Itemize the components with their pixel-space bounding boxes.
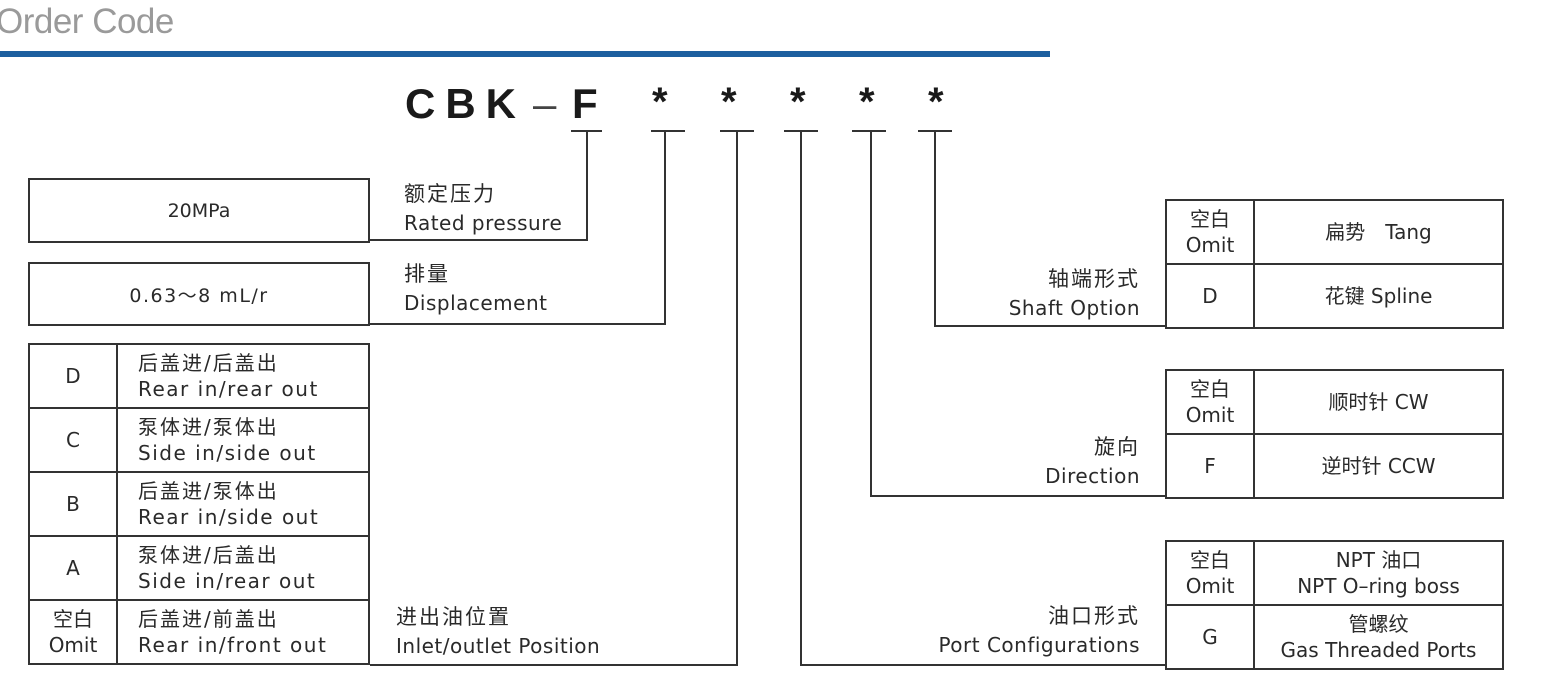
- inlet-outlet-code: A: [28, 535, 118, 601]
- direction-code: F: [1165, 433, 1255, 499]
- shaft-label: 轴端形式 Shaft Option: [980, 265, 1140, 323]
- shaft-label-en: Shaft Option: [1008, 296, 1140, 320]
- port-code: G: [1165, 604, 1255, 670]
- port-label-en: Port Configurations: [938, 633, 1140, 657]
- inlet-outlet-code: B: [28, 471, 118, 537]
- code-placeholder-3: *: [790, 80, 806, 124]
- inlet-outlet-label-cn: 进出油位置: [396, 605, 511, 629]
- displacement-label-en: Displacement: [404, 291, 548, 315]
- direction-desc: 顺时针 CW: [1253, 369, 1504, 435]
- rated-pressure-box: 20MPa: [28, 178, 370, 243]
- code-placeholder-1: *: [652, 80, 668, 124]
- rated-pressure-label-cn: 额定压力: [404, 182, 496, 206]
- leader-rated-pressure: [370, 131, 588, 241]
- leader-displacement: [370, 131, 666, 325]
- shaft-code: D: [1165, 263, 1255, 329]
- direction-desc: 逆时针 CCW: [1253, 433, 1504, 499]
- displacement-label: 排量 Displacement: [404, 260, 548, 318]
- direction-label-en: Direction: [1045, 464, 1140, 488]
- inlet-outlet-code: D: [28, 343, 118, 409]
- direction-label-cn: 旋向: [1094, 435, 1140, 459]
- table-row: D 花键 Spline: [1165, 263, 1504, 329]
- displacement-value: 0.63～8 mL/r: [129, 284, 269, 307]
- table-row: F 逆时针 CCW: [1165, 433, 1504, 499]
- port-label-cn: 油口形式: [1048, 604, 1140, 628]
- rated-pressure-label: 额定压力 Rated pressure: [404, 180, 562, 238]
- leader-direction: [870, 131, 1166, 497]
- leader-port: [800, 131, 1166, 666]
- displacement-box: 0.63～8 mL/r: [28, 262, 370, 326]
- shaft-desc: 花键 Spline: [1253, 263, 1504, 329]
- code-dash: –: [533, 80, 557, 127]
- rated-pressure-label-en: Rated pressure: [404, 211, 563, 235]
- rated-pressure-value: 20MPa: [167, 199, 231, 222]
- inlet-outlet-code: C: [28, 407, 118, 473]
- code-series: F: [572, 80, 598, 127]
- page-title: Order Code: [0, 2, 174, 41]
- shaft-label-cn: 轴端形式: [1048, 267, 1140, 291]
- code-placeholder-2: *: [721, 80, 737, 124]
- port-label: 油口形式 Port Configurations: [900, 602, 1140, 660]
- inlet-outlet-label-en: Inlet/outlet Position: [396, 634, 601, 658]
- leader-inlet-outlet: [370, 131, 738, 666]
- code-placeholder-5: *: [928, 80, 944, 124]
- displacement-label-cn: 排量: [404, 262, 450, 286]
- shaft-desc: 扁势 Tang: [1253, 199, 1504, 265]
- leader-shaft: [934, 131, 1166, 327]
- inlet-outlet-label: 进出油位置 Inlet/outlet Position: [396, 603, 600, 661]
- code-placeholder-4: *: [859, 80, 875, 124]
- code-prefix: CBK: [405, 80, 526, 127]
- title-underline-bar: [0, 51, 1050, 57]
- direction-label: 旋向 Direction: [980, 433, 1140, 491]
